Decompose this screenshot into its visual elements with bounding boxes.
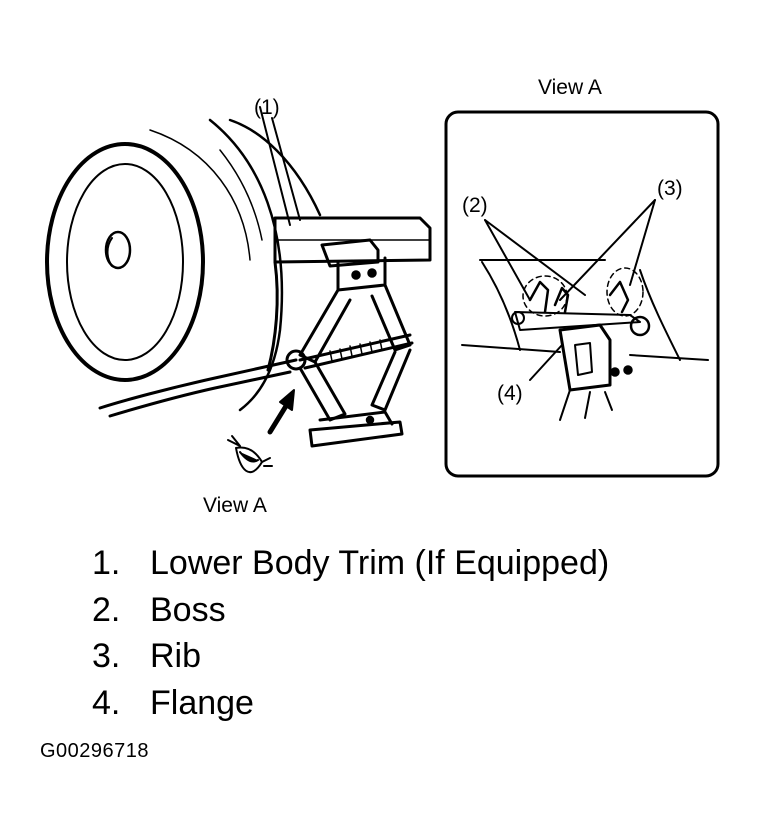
legend-number: 2. [92,590,121,629]
legend-text: Rib [150,637,202,675]
scissor-jack [285,238,414,448]
inset-title: View A [538,76,602,99]
legend-text: Flange [150,683,254,722]
legend-number: 4. [92,683,121,722]
jack-handle [98,358,298,418]
legend-item: 1. Lower Body Trim (If Equipped) [92,540,609,587]
callout-2: (2) [462,194,488,217]
legend-number: 3. [92,637,121,675]
view-arrow-label: View A [203,494,267,517]
callout-4: (4) [497,382,523,405]
figure-id: G00296718 [40,740,150,762]
legend-item: 2. Boss [92,587,609,634]
legend-item: 3. Rib [92,633,609,680]
legend-number: 1. [92,544,121,582]
callout-3: (3) [657,177,683,200]
view-a-arrow [267,389,295,435]
legend-text: Boss [150,590,226,629]
legend-text: Lower Body Trim (If Equipped) [150,544,610,582]
wheel-tire [45,118,284,412]
lower-body-trim [228,106,432,372]
jack-diagram: (1) (2) (3) (4) View A View A [45,76,720,517]
callout-1: (1) [254,96,280,119]
legend-item: 4. Flange [92,680,609,727]
eye-icon [227,435,273,474]
inset-view-a [444,110,720,478]
legend-list: 1. Lower Body Trim (If Equipped) 2. Boss 3… [92,540,609,726]
